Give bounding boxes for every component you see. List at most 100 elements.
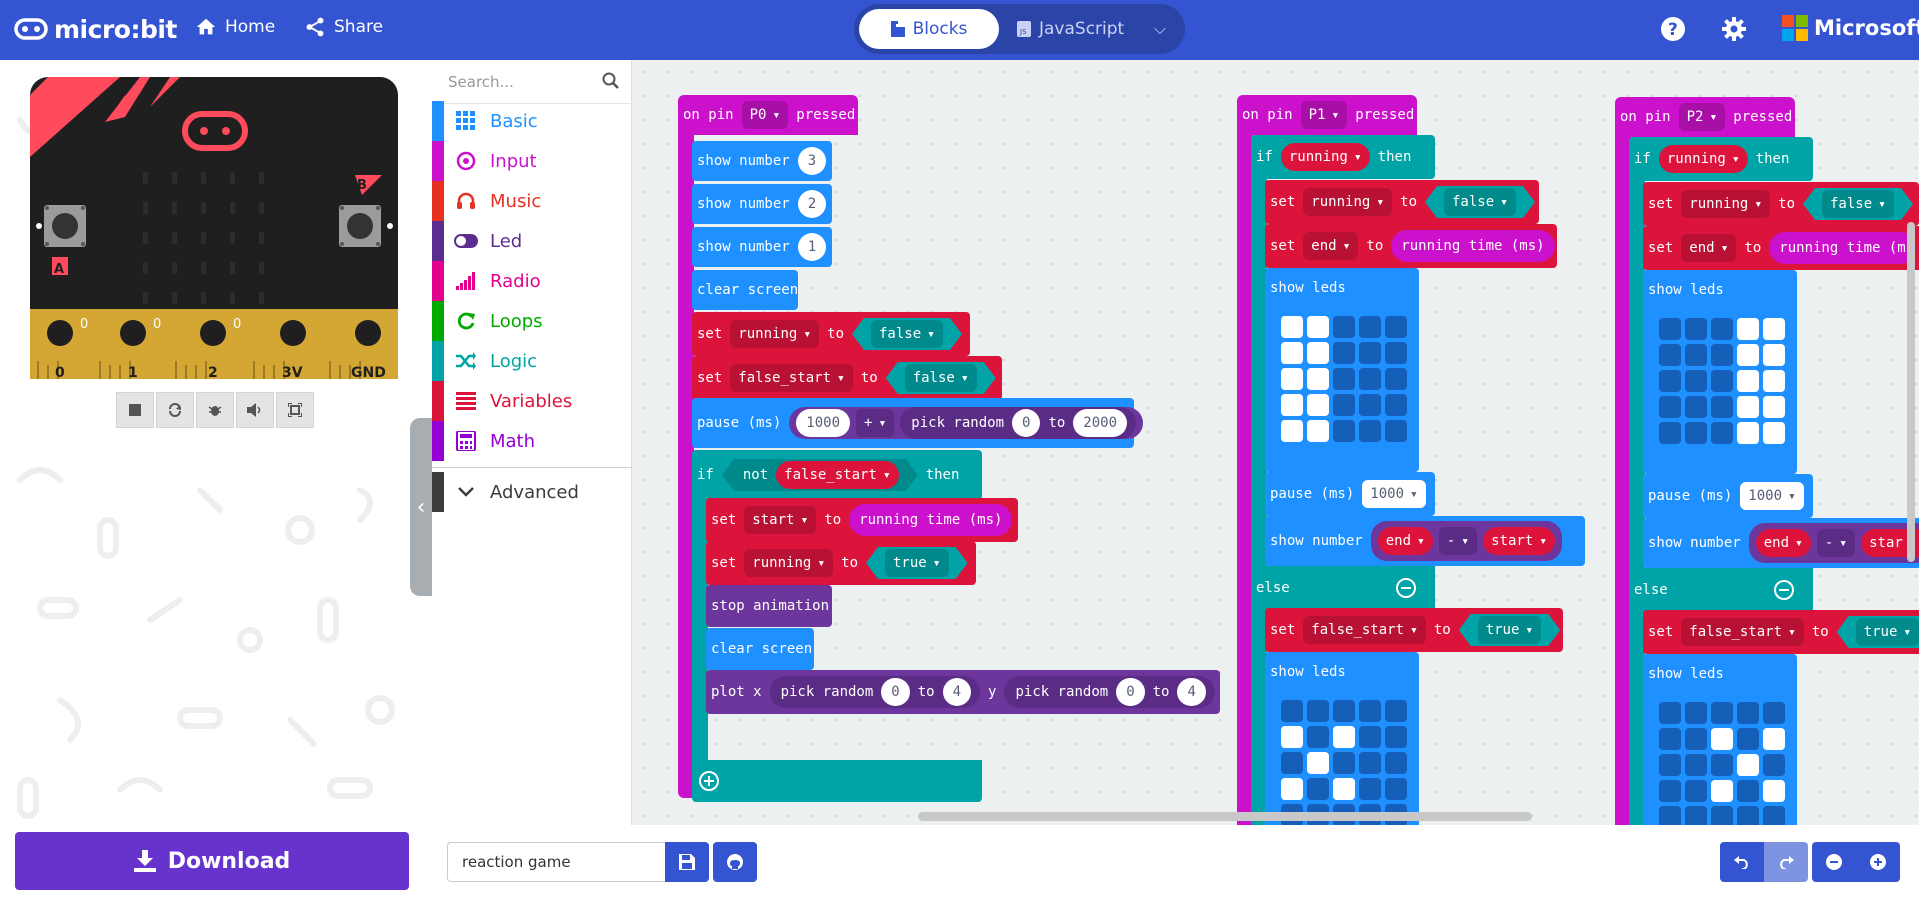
plot-xy-block[interactable]: plot x pick random 0 to 4 y pick random … xyxy=(706,670,1220,714)
led[interactable] xyxy=(1737,370,1759,392)
led[interactable] xyxy=(1385,726,1407,748)
boolean-dropdown[interactable]: false xyxy=(871,320,943,348)
set-running-true-block[interactable]: set running to true xyxy=(706,541,976,585)
if-not-false-start-block[interactable]: if not false_start then xyxy=(692,450,982,500)
led[interactable] xyxy=(1711,396,1733,418)
share-button[interactable]: Share xyxy=(304,16,383,38)
led[interactable] xyxy=(1659,754,1681,776)
variable-dropdown[interactable]: running xyxy=(744,549,834,577)
horizontal-scrollbar[interactable] xyxy=(918,812,1532,821)
running-time-block[interactable]: running time (ms) xyxy=(1391,230,1555,262)
operator-dropdown[interactable]: - xyxy=(1438,527,1478,555)
sound-button[interactable] xyxy=(236,392,274,428)
led[interactable] xyxy=(1359,752,1381,774)
led[interactable] xyxy=(1737,396,1759,418)
boolean-dropdown[interactable]: false xyxy=(1822,190,1894,218)
blocks-workspace[interactable]: on pin P0 pressed show number 3 show num… xyxy=(632,60,1919,825)
led[interactable] xyxy=(1333,778,1355,800)
running-time-block[interactable]: running time (ms) xyxy=(849,504,1013,536)
on-pin-p2-block[interactable]: on pin P2 pressed xyxy=(1615,97,1795,137)
led[interactable] xyxy=(1711,370,1733,392)
led[interactable] xyxy=(1281,316,1303,338)
on-pin-p1-block[interactable]: on pin P1 pressed xyxy=(1237,95,1417,135)
set-running-false-block[interactable]: set running to false xyxy=(692,312,970,356)
led[interactable] xyxy=(1307,752,1329,774)
stop-button[interactable] xyxy=(116,392,154,428)
led[interactable] xyxy=(1333,420,1355,442)
led[interactable] xyxy=(1659,702,1681,724)
led[interactable] xyxy=(1737,728,1759,750)
led[interactable] xyxy=(1737,344,1759,366)
number-input[interactable]: 0 xyxy=(881,678,910,706)
pick-random-block[interactable]: pick random 0 to 4 xyxy=(769,676,981,708)
operator-dropdown[interactable]: - xyxy=(1816,529,1856,557)
microsoft-logo[interactable]: Microsoft xyxy=(1782,15,1919,41)
led[interactable] xyxy=(1281,368,1303,390)
led[interactable] xyxy=(1333,752,1355,774)
set-end-block[interactable]: set end to running time (ms) xyxy=(1265,224,1557,268)
boolean-block[interactable]: true xyxy=(1459,614,1561,646)
led[interactable] xyxy=(1281,420,1303,442)
chevron-down-icon[interactable]: ⌵ xyxy=(1153,19,1166,38)
led[interactable] xyxy=(1333,394,1355,416)
led[interactable] xyxy=(1685,754,1707,776)
led[interactable] xyxy=(1659,806,1681,825)
led[interactable] xyxy=(1711,318,1733,340)
led[interactable] xyxy=(1659,780,1681,802)
set-running-false-block[interactable]: set running to false xyxy=(1265,180,1539,224)
category-logic[interactable]: Logic xyxy=(432,341,632,381)
download-button[interactable]: Download xyxy=(15,832,409,890)
if-running-block[interactable]: if running then xyxy=(1629,137,1813,181)
led[interactable] xyxy=(1711,806,1733,825)
variable-dropdown[interactable]: running xyxy=(730,320,820,348)
clear-screen-block-2[interactable]: clear screen xyxy=(706,628,814,670)
led[interactable] xyxy=(1385,700,1407,722)
led[interactable] xyxy=(1307,316,1329,338)
number-input[interactable]: 1 xyxy=(797,233,827,261)
vertical-scrollbar[interactable] xyxy=(1907,222,1915,562)
home-button[interactable]: Home xyxy=(195,16,275,38)
show-number-3-block[interactable]: show number 3 xyxy=(692,141,832,181)
category-radio[interactable]: Radio xyxy=(432,261,632,301)
led[interactable] xyxy=(1281,752,1303,774)
set-false-start-true-block[interactable]: set false_start to true xyxy=(1265,608,1563,652)
category-loops[interactable]: Loops xyxy=(432,301,632,341)
zoom-in-button[interactable] xyxy=(1856,842,1900,882)
search-icon[interactable] xyxy=(602,72,620,90)
led[interactable] xyxy=(1359,394,1381,416)
led[interactable] xyxy=(1359,420,1381,442)
category-led[interactable]: Led xyxy=(432,221,632,261)
number-input[interactable]: 0 xyxy=(1012,409,1041,437)
set-false-start-true-block[interactable]: set false_start to true xyxy=(1643,610,1919,654)
led[interactable] xyxy=(1711,344,1733,366)
led[interactable] xyxy=(1307,368,1329,390)
variable-dropdown[interactable]: running xyxy=(1681,190,1771,218)
on-pin-p0-block[interactable]: on pin P0 pressed xyxy=(678,95,858,135)
variable-dropdown[interactable]: end xyxy=(1681,234,1737,262)
led[interactable] xyxy=(1359,316,1381,338)
not-block[interactable]: not false_start xyxy=(722,459,918,491)
led[interactable] xyxy=(1685,318,1707,340)
led[interactable] xyxy=(1737,780,1759,802)
variable-dropdown[interactable]: false_start xyxy=(1303,616,1426,644)
led[interactable] xyxy=(1281,778,1303,800)
led[interactable] xyxy=(1385,778,1407,800)
led[interactable] xyxy=(1359,342,1381,364)
project-name-input[interactable] xyxy=(447,842,665,882)
pause-block[interactable]: pause (ms) 1000 xyxy=(1643,474,1813,518)
variable-dropdown[interactable]: start xyxy=(1483,527,1556,555)
pause-value-dropdown[interactable]: 1000 xyxy=(1362,480,1426,508)
operator-dropdown[interactable]: + xyxy=(856,409,895,437)
category-music[interactable]: Music xyxy=(432,181,632,221)
boolean-block[interactable]: false xyxy=(1803,188,1913,220)
led[interactable] xyxy=(1711,422,1733,444)
redo-button[interactable] xyxy=(1764,842,1808,882)
button-b[interactable] xyxy=(339,205,381,247)
pin-0-label[interactable]: 0 xyxy=(55,365,65,379)
led[interactable] xyxy=(1385,420,1407,442)
pick-random-block[interactable]: pick random 0 to 4 xyxy=(1004,676,1215,708)
led[interactable] xyxy=(1359,778,1381,800)
boolean-dropdown[interactable]: false xyxy=(905,364,977,392)
pick-random-block[interactable]: pick random 0 to 2000 xyxy=(900,407,1137,439)
debug-button[interactable] xyxy=(196,392,234,428)
